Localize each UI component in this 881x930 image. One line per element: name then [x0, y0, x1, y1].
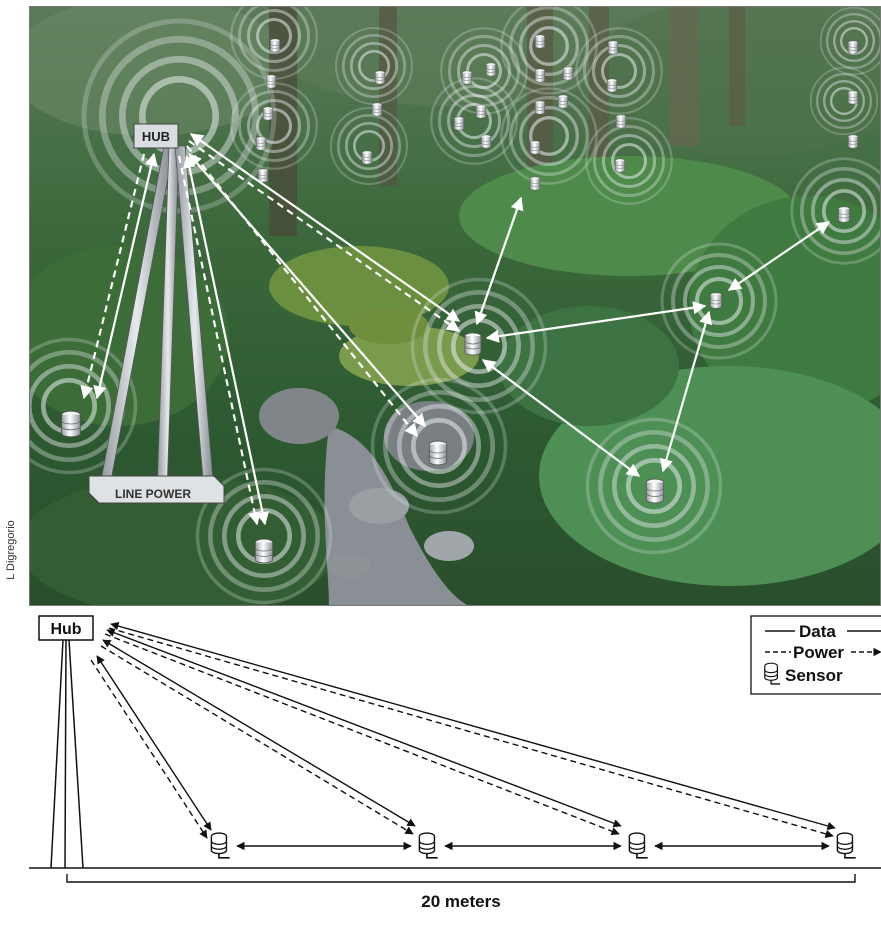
photo-data-arrow	[659, 310, 713, 473]
sensor-icon	[361, 150, 373, 165]
schematic-hub: Hub	[38, 615, 94, 869]
sensor-icon	[485, 62, 497, 77]
sensor-icon	[418, 832, 439, 859]
sensor-icon	[254, 538, 274, 564]
sensor-icon	[614, 158, 626, 173]
power-arrow	[90, 659, 208, 839]
sensor-icon	[529, 176, 541, 191]
sensor-icon	[534, 100, 546, 115]
sensor-icon	[461, 70, 473, 85]
power-arrow	[108, 627, 834, 838]
sensor-icon	[562, 66, 574, 81]
photo-credit: L Digregorio	[5, 520, 18, 580]
sensor-icon	[475, 104, 487, 119]
sensor-icon	[453, 116, 465, 131]
hub-label: Hub	[50, 621, 81, 638]
legend-data-label: Data	[799, 622, 836, 641]
data-arrow	[106, 628, 622, 828]
sensor-icon	[428, 440, 448, 466]
forest-photo-panel: HUB LINE POWER	[29, 6, 881, 606]
sensor-icon	[847, 134, 859, 149]
sensor-icon	[269, 38, 281, 53]
photo-arrows	[80, 133, 831, 526]
legend: Data Power Sensor	[750, 615, 881, 695]
data-arrow	[96, 655, 212, 831]
legend-sensor-label: Sensor	[785, 666, 843, 685]
sensor-icon	[836, 832, 857, 859]
sensor-icon	[557, 94, 569, 109]
power-arrow	[100, 645, 414, 835]
scale-bar: 20 meters	[66, 874, 856, 911]
photo-data-arrow	[727, 221, 831, 291]
photo-data-arrow	[474, 196, 524, 326]
legend-power-label: Power	[793, 643, 844, 662]
photo-data-arrow	[93, 152, 158, 400]
sensor-icon	[645, 478, 665, 504]
hub-box	[38, 615, 94, 641]
sensor-icon	[847, 40, 859, 55]
sensor-icon	[374, 70, 386, 85]
sensor-icon	[464, 332, 482, 356]
sensor-icon	[371, 102, 383, 117]
sensor-icon	[628, 832, 649, 859]
network-schematic: Hub 20 meters Data Po	[29, 615, 881, 911]
line-power-label: LINE POWER	[115, 487, 191, 501]
sensor-icon	[210, 832, 231, 859]
sensor-icon	[257, 168, 269, 183]
legend-box	[750, 615, 881, 695]
hub-box	[133, 123, 179, 149]
sensor-icon	[529, 140, 541, 155]
sensor-icon	[262, 106, 274, 121]
sensor-icon	[480, 134, 492, 149]
sensor-icon	[606, 78, 618, 93]
sensor-icon	[265, 74, 277, 89]
sensor-icon	[607, 40, 619, 55]
sensor-icon	[534, 68, 546, 83]
sensor-icon	[838, 206, 850, 223]
photo-data-arrow	[481, 359, 641, 477]
sensor-icon	[710, 292, 722, 309]
sensor-icon	[847, 90, 859, 105]
sensor-icon	[255, 136, 267, 151]
scale-label: 20 meters	[421, 892, 500, 911]
sensor-icon	[534, 34, 546, 49]
schematic-arrows	[90, 622, 836, 851]
hub-label: HUB	[142, 129, 170, 144]
data-arrow	[110, 622, 836, 830]
data-arrow	[102, 639, 416, 827]
sensor-icon	[61, 410, 81, 438]
photo-data-arrow	[189, 133, 461, 322]
sensor-icon	[615, 114, 627, 129]
